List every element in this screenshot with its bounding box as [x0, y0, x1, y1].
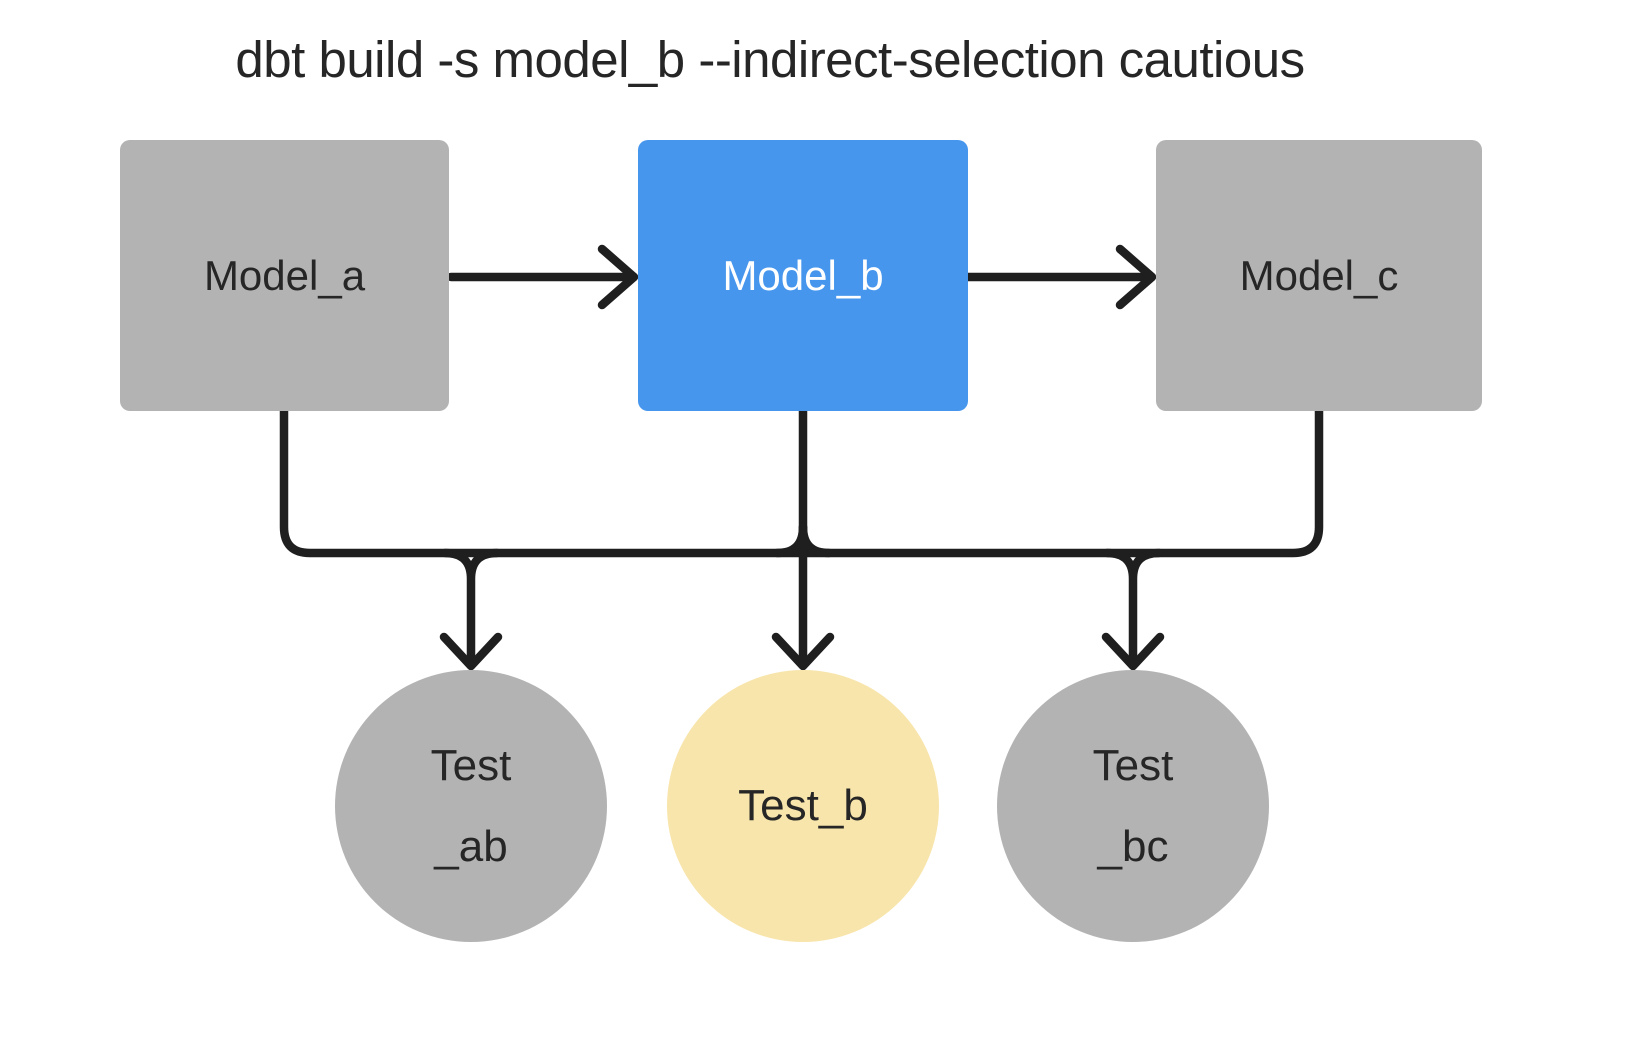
edge-model-a-to-model-b-arrowhead-icon — [597, 244, 639, 310]
edge-drop-test-bc-arrowhead-icon — [1101, 632, 1165, 671]
node-model-a-label: Model_a — [203, 251, 366, 299]
node-model-c-label: Model_c — [1239, 251, 1399, 299]
edge-drop-test-b-fillet-right — [798, 522, 834, 558]
edge-drop-test-bc — [1102, 548, 1164, 669]
node-test-bc-label-line1: Test — [1092, 740, 1174, 790]
edge-drop-test-ab — [440, 548, 502, 669]
node-model-a: Model_a — [120, 140, 449, 411]
edge-drop-test-ab-arrowhead-icon — [439, 632, 503, 671]
node-model-b-label: Model_b — [722, 251, 884, 299]
edge-model-b-to-model-c-arrowhead-icon — [1115, 244, 1157, 310]
node-test-b-label-line1: Test_b — [738, 781, 868, 831]
node-test-ab: Test _ab — [335, 670, 607, 942]
node-model-b-selected: Model_b — [638, 140, 968, 411]
diagram-title: dbt build -s model_b --indirect-selectio… — [235, 31, 1305, 88]
node-test-ab-label-line2: _ab — [434, 822, 508, 871]
node-test-bc-label-line2: _bc — [1097, 822, 1169, 871]
node-test-ab-label-line1: Test — [430, 740, 512, 790]
edge-drop-test-b-arrowhead-icon — [771, 632, 835, 671]
node-test-b: Test_b — [667, 670, 939, 942]
node-model-c: Model_c — [1156, 140, 1482, 411]
node-test-bc: Test _bc — [997, 670, 1269, 942]
